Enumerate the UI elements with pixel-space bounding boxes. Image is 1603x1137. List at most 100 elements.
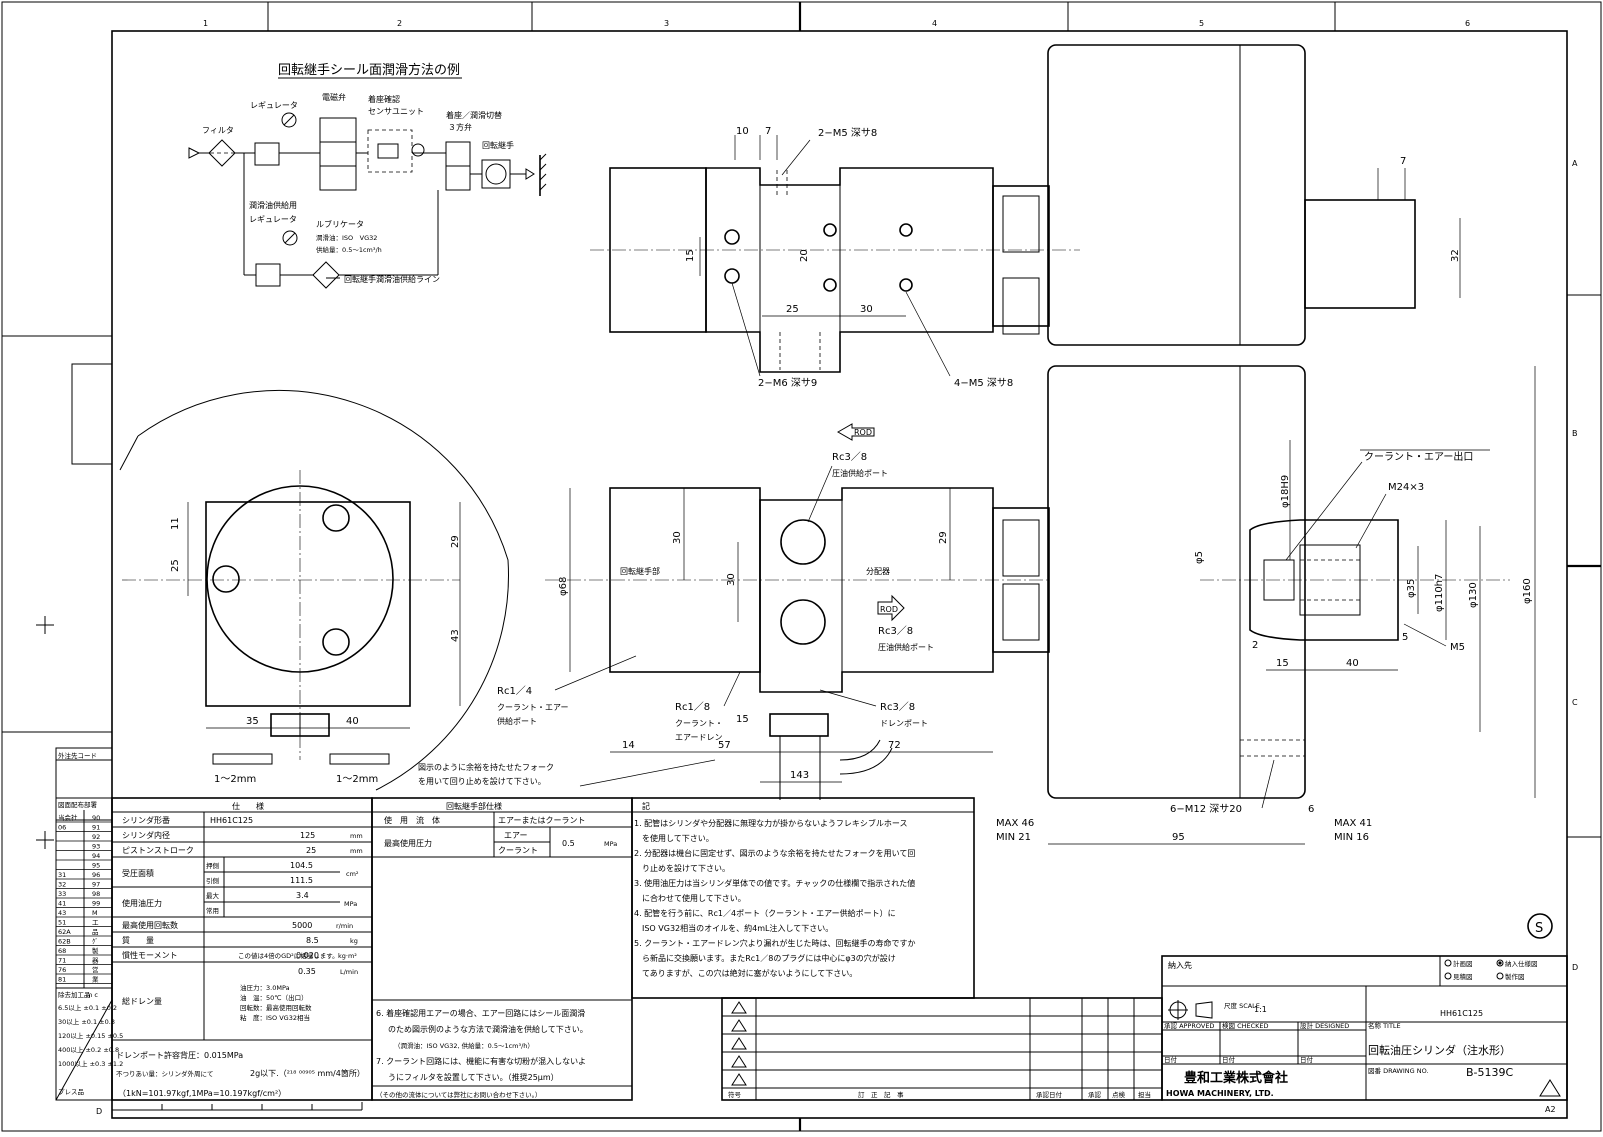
note-line-1: 1. 配管はシリンダや分配器に無理な力が掛からないようフレキシブルホース — [634, 818, 907, 828]
switch-label-2: ３方弁 — [448, 122, 472, 132]
dim-2: 2 — [1252, 640, 1258, 651]
note-line-5: 3. 使用油圧力は当シリンダ単体での値です。チャックの仕様欄で指示された値 — [634, 878, 915, 888]
date-label-3: 日付 — [1300, 1055, 1314, 1064]
spec-row-drain-cond1: 油圧力：3.0MPa — [240, 983, 290, 992]
dim-40r: 40 — [1346, 658, 1359, 669]
row-label-c: C — [1572, 698, 1578, 707]
revision-table: 符号 訂 正 記 事 承認日付 承認 点検 担当 — [721, 997, 1163, 1101]
side-dim-43: 43 — [450, 629, 461, 642]
note-line-11: てありますが、この穴は絶対に塞がないようにして下さい。 — [634, 968, 857, 978]
rc18-callout: Rc1／8 — [675, 701, 710, 713]
note-line-7: 4. 配管を行う前に、Rc1／4ポート（クーラント・エアー供給ポート）に — [634, 908, 896, 918]
unit-note: （1kN=101.97kgf,1MPa=10.197kgf/cm²） — [118, 1089, 286, 1098]
option-plan: 計画図 — [1453, 959, 1473, 968]
front-dim-72: 72 — [888, 740, 901, 751]
rc14-callout: Rc1／4 — [497, 685, 532, 697]
distribution-code: 93 — [92, 843, 100, 851]
front-dim-68: φ68 — [558, 577, 569, 596]
top-dim-30: 30 — [860, 304, 873, 315]
side-gap-right: 1～2mm — [336, 774, 378, 785]
tolerance-row: 30以上 ±0.1 ±0.3 — [58, 1017, 115, 1026]
joint-table-header: 回転継手部仕様 — [446, 801, 502, 811]
distribution-dept: 32 — [58, 881, 66, 889]
coolant-outlet-label: クーラント・エアー出口 — [1364, 450, 1473, 463]
lube-amount-label: 供給量：0.5～1cm³/h — [316, 245, 382, 254]
notes-block: 記 1. 配管はシリンダや分配器に無理な力が掛からないようフレキシブルホース を… — [631, 797, 975, 999]
distribution-dept: 81 — [58, 976, 66, 984]
dim-6: 6 — [1308, 804, 1314, 815]
distribution-code: 品 — [92, 928, 99, 936]
lubrication-schematic: 回転継手シール面潤滑方法の例 フィルタ レギュレータ 電磁弁 着座確認 センサユ… — [188, 62, 547, 289]
m24-label: M24×3 — [1388, 482, 1424, 493]
joint-note7-2: うにフィルタを設置して下さい。（推奨25μm） — [388, 1072, 559, 1082]
distribution-dept: 62A — [58, 928, 71, 936]
dim-130: φ130 — [1468, 582, 1479, 608]
rc38-top-callout: Rc3／8 — [832, 451, 867, 463]
s-mark — [1527, 913, 1553, 939]
spec-row-speed-value: 5000 — [292, 921, 312, 930]
lubricator-label: ルブリケータ — [316, 219, 364, 229]
joint-table: 回転継手部仕様 使 用 流 体 エアーまたはクーラント 最高使用圧力 エアー ク… — [371, 797, 633, 1101]
distribution-label: 図面配布部署 — [58, 800, 98, 809]
lubricator-symbol — [312, 261, 340, 289]
dim-110h7: φ110h7 — [1434, 574, 1445, 612]
balance-value: 2g以下.（²¹⁸ ⁰⁰⁹⁰⁵ mm/4箇所） — [250, 1068, 365, 1078]
drawing-number: B-5139C — [1466, 1066, 1514, 1079]
grid-labels: 1 2 3 4 5 6 A B C D — [203, 19, 1578, 972]
schematic-title: 回転継手シール面潤滑方法の例 — [278, 62, 460, 78]
col-label-4: 4 — [932, 19, 937, 28]
front-dim-30b: 30 — [726, 573, 737, 586]
s-mark-label: S — [1535, 921, 1543, 936]
distribution-dept: 43 — [58, 909, 66, 917]
spec-row-inertia-label: 慣性モーメント — [122, 950, 178, 960]
rev-check-label: 点検 — [1112, 1090, 1126, 1099]
fork-note-2: を用いて回り止めを設けて下さい。 — [418, 776, 546, 786]
spec-row-inertia-note: この値は4倍のGD²に相当します。 — [238, 951, 339, 960]
filter-label: フィルタ — [202, 126, 234, 135]
lube-oil-label: 潤滑油：ISO VG32 — [316, 233, 377, 242]
date-label-2: 日付 — [1222, 1055, 1236, 1064]
spec-row-inertia-value: 0.020 — [296, 951, 319, 960]
d-mark: D — [96, 1107, 102, 1116]
dim-5b: 5 — [1402, 632, 1408, 643]
distribution-dept: 06 — [58, 824, 66, 832]
solenoid-label: 電磁弁 — [322, 92, 346, 102]
spec-row-pressure-v1: 3.4 — [296, 891, 309, 900]
rc38-top-label: 圧油供給ポート — [832, 468, 888, 478]
tolerance-row: 6.5以上 ±0.1 ±0.2 — [58, 1003, 117, 1012]
front-dim-57: 57 — [718, 740, 731, 751]
distribution-code: 96 — [92, 871, 100, 879]
approved-label: 承認 APPROVED — [1164, 1021, 1214, 1030]
switch-label-1: 着座／潤滑切替 — [446, 110, 502, 120]
top-m6-callout: 2−M6 深サ9 — [758, 377, 817, 389]
m12-label: 6−M12 深サ20 — [1170, 803, 1242, 815]
dim-35: φ35 — [1406, 579, 1417, 598]
spec-table-header: 仕 様 — [232, 801, 264, 811]
distribution-code: 営 — [92, 965, 99, 974]
tolerance-label: 除去加工品 — [58, 990, 91, 999]
note-line-10: ら新品に交換願います。またRc1／8のプラグには中心にφ3の穴が設け — [634, 953, 896, 963]
spec-row-area-sub1: 押側 — [206, 861, 220, 870]
top-dim-32: 32 — [1450, 249, 1461, 262]
col-label-3: 3 — [664, 19, 669, 28]
front-dim-143: 143 — [790, 770, 809, 781]
inner-frame — [111, 30, 1568, 1119]
rev-content-label: 訂 正 記 事 — [858, 1090, 904, 1099]
spec-row-pressure-sub2: 常用 — [206, 906, 219, 915]
spec-row-speed-unit: r/min — [336, 922, 353, 930]
rc18-label-2: エアードレン — [675, 733, 723, 742]
sheet-size: A2 — [1545, 1105, 1556, 1114]
row-label-b: B — [1572, 429, 1578, 438]
distribution-dept: 62B — [58, 938, 71, 946]
dim-18h9: φ18H9 — [1280, 475, 1291, 508]
spec-row-mass-value: 8.5 — [306, 936, 319, 945]
rev-code-label: 符号 — [728, 1090, 742, 1099]
distribution-code: 90 — [92, 814, 100, 822]
min21-label: MIN 21 — [996, 832, 1031, 843]
rod-arrow-top-label: ROD — [854, 428, 872, 437]
max-pressure-label: 最高使用圧力 — [384, 838, 432, 848]
distribution-dept: 当会社 — [58, 813, 78, 822]
solenoid-valve-symbol — [319, 117, 357, 191]
distributor-label: 分配器 — [866, 567, 890, 576]
revision-triangle-icon — [1539, 1079, 1561, 1097]
